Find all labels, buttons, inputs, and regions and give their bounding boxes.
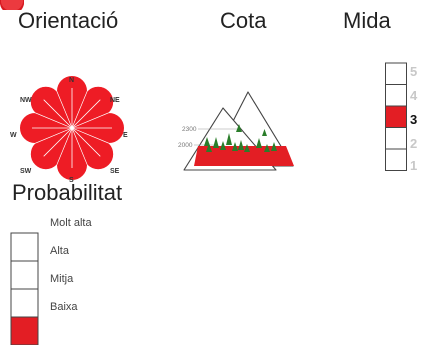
size-label-1: 1: [410, 158, 417, 173]
size-box-5: [385, 62, 407, 85]
rose-center: [70, 126, 74, 130]
size-label-3: 3: [410, 112, 417, 127]
probability-label-baixa: Baixa: [50, 301, 78, 313]
danger-badge-icon: [0, 0, 24, 10]
probability-label-alta: Alta: [50, 245, 69, 257]
probability-scale: [10, 232, 39, 345]
size-box-3: [385, 105, 407, 128]
orientation-heading: Orientació: [18, 8, 119, 33]
size-box-1: [385, 148, 407, 171]
probability-label-molt-alta: Molt alta: [50, 217, 92, 229]
probability-boxes: [10, 232, 39, 345]
probability-heading: Probabilitat: [12, 180, 123, 205]
size-box-4: [385, 84, 407, 107]
dir-label-ne: NE: [110, 97, 120, 104]
probability-box-molt-alta: [10, 232, 39, 262]
size-label-5: 5: [410, 64, 417, 79]
size-label-2: 2: [410, 136, 417, 151]
size-boxes: [385, 62, 407, 171]
rose-spokes: [32, 88, 112, 168]
probability-box-alta: [10, 260, 39, 290]
size-heading: Mida: [343, 8, 391, 33]
dir-label-se: SE: [110, 168, 120, 175]
size-box-2: [385, 127, 407, 150]
probability-label-mitja: Mitja: [50, 273, 74, 285]
dir-label-w: W: [10, 132, 17, 139]
orientation-rose: N NE E SE S SW W NW: [10, 75, 128, 184]
probability-box-mitja: [10, 288, 39, 318]
dir-label-nw: NW: [20, 97, 32, 104]
elevation-upper-label: 2300: [182, 126, 197, 133]
dir-label-s: S: [69, 177, 74, 184]
elevation-lower-label: 2000: [178, 142, 193, 149]
dir-label-n: N: [69, 77, 74, 84]
dir-label-sw: SW: [20, 168, 32, 175]
dir-label-e: E: [123, 132, 128, 139]
elevation-heading: Cota: [220, 8, 267, 33]
probability-box-baixa: [10, 316, 39, 345]
tree-icons: [204, 124, 277, 152]
size-scale: 5 4 3 2 1: [385, 62, 418, 173]
elevation-graphic: 2300 2000: [178, 91, 294, 171]
size-label-4: 4: [410, 88, 418, 103]
